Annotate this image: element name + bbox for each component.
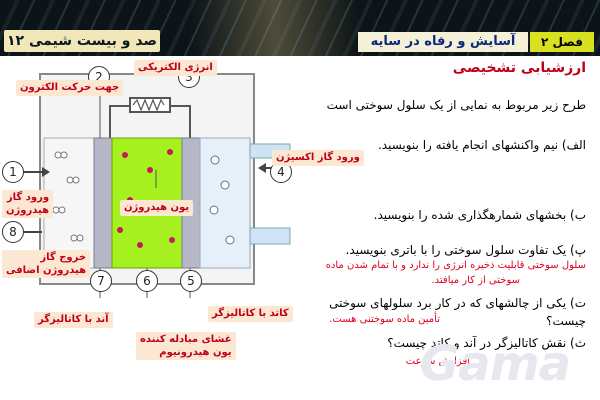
- marker-1: 1: [2, 161, 24, 183]
- question-p: پ) یک تفاوت سلول سوختی را با باتری بنویس…: [345, 243, 586, 257]
- label-hydrogen-out: خروج گاز هیدروژن اضافی: [2, 250, 91, 278]
- answer-th: افزایش سرعت: [405, 356, 470, 367]
- book-title: صد و بیست شیمی ۱۲: [4, 30, 160, 52]
- answer-p-line1: سلول سوختی قابلیت ذخیره انرژی را ندارد و…: [325, 260, 586, 271]
- watermark: Gama: [419, 336, 571, 392]
- marker-5: 5: [180, 270, 202, 292]
- hydrogen-molecules: [52, 151, 84, 242]
- label-membrane-line2: یون هیدرونیوم: [159, 347, 232, 358]
- answer-t: تأمین ماده سوختنی هست.: [329, 314, 440, 325]
- label-cathode-catalyst: کاتد با کاتالیزگر: [208, 306, 293, 322]
- marker-8: 8: [2, 221, 24, 243]
- label-anode-catalyst: آند با کاتالیزگر: [34, 312, 113, 328]
- question-b: ب) بخشهای شمارهگذاری شده را بنویسید.: [373, 208, 586, 222]
- label-hydrogen-out-line2: هیدروژن اضافی: [6, 265, 87, 276]
- label-hydrogen-in-line1: ورود گاز: [6, 192, 50, 203]
- label-electric-energy: انرژی الکتریکی: [134, 60, 217, 76]
- oxygen-in-arrowhead: [258, 163, 266, 173]
- hydrogen-in-arrowhead: [42, 167, 50, 177]
- oxygen-molecules: [209, 155, 235, 245]
- question-t-cont: چیست؟: [546, 314, 586, 328]
- question-a: الف) نیم واکنشهای انجام یافته را بنویسید…: [377, 138, 586, 152]
- question-th: ث) نقش کاتالیزگر در آند و کاتد چیست؟: [387, 336, 586, 350]
- chapter-label: فصل ۲: [530, 32, 594, 52]
- label-hydrogen-in: ورود گاز هیدروژن: [2, 190, 54, 218]
- question-t: ت) یکی از چالشهای که در کار برد سلولهای …: [329, 296, 586, 310]
- label-membrane: غشای مبادله کننده یون هیدرونیوم: [136, 332, 236, 360]
- cathode-channel: [199, 137, 251, 269]
- marker-6: 6: [136, 270, 158, 292]
- lesson-title: آسایش و رفاه در سایه شیمی: [358, 32, 528, 56]
- label-electron-flow: جهت حرکت الکترون: [16, 80, 124, 96]
- answer-p-line2: سوختی از کار میافتد.: [431, 275, 520, 286]
- section-title: ارزشیابی تشخیصی: [452, 60, 586, 76]
- label-hydrogen-in-line2: هیدروژن: [6, 205, 50, 216]
- anode-plate: [93, 137, 113, 269]
- question-intro: طرح زیر مربوط به نمایی از یک سلول سوختی …: [326, 98, 586, 112]
- marker-7: 7: [90, 270, 112, 292]
- label-oxygen-in: ورود گاز اکسیژن: [272, 150, 364, 166]
- resistor-symbol: [132, 98, 165, 112]
- header-glow: [190, 0, 360, 56]
- label-hydrogen-out-line1: خروج گاز: [40, 252, 87, 263]
- label-hydrogen-ion: یون هیدروژن: [120, 200, 194, 216]
- fuel-cell-diagram: [12, 73, 291, 298]
- water-outlet-pipe: [249, 227, 291, 245]
- label-membrane-line1: غشای مبادله کننده: [140, 334, 232, 345]
- header-banner: صد و بیست شیمی ۱۲ آسایش و رفاه در سایه ش…: [0, 0, 600, 56]
